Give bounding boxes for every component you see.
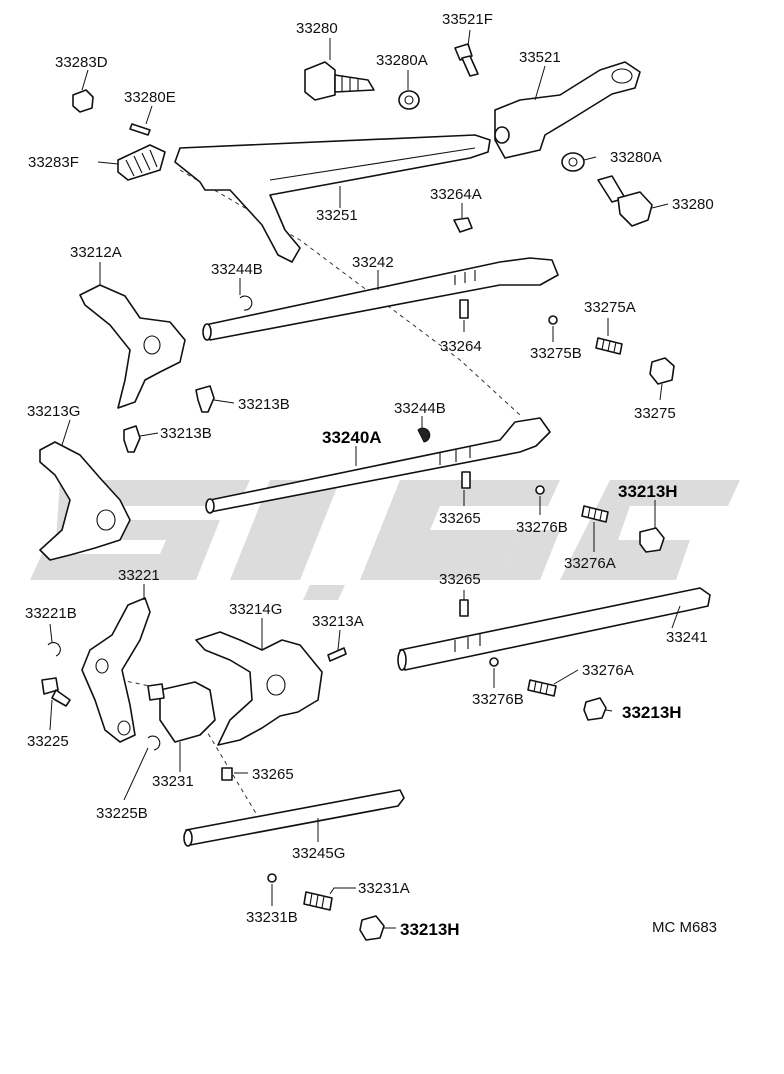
plug-33264A xyxy=(453,217,473,233)
label-33264A: 33264A xyxy=(430,186,482,203)
clip-33244B-top xyxy=(239,295,253,311)
label-33251: 33251 xyxy=(316,207,358,224)
ball-33275B xyxy=(548,315,558,325)
label-33225: 33225 xyxy=(27,733,69,750)
shaft-33242 xyxy=(202,257,559,341)
label-33265-mid: 33265 xyxy=(439,571,481,588)
label-33265-low: 33265 xyxy=(252,766,294,783)
label-33280-right: 33280 xyxy=(672,196,714,213)
bolt-33280 xyxy=(304,61,375,101)
shaft-33241 xyxy=(397,587,711,671)
spring-33275A xyxy=(595,337,623,355)
label-33213B-right: 33213B xyxy=(238,396,290,413)
pin-33213A xyxy=(327,647,347,662)
fork-33212A xyxy=(79,284,186,409)
label-33265-top: 33265 xyxy=(439,510,481,527)
label-33280A-right: 33280A xyxy=(610,149,662,166)
ball-33276B-mid xyxy=(535,485,545,495)
clip-33225B xyxy=(147,735,161,751)
block-33231 xyxy=(147,681,216,743)
label-33245G: 33245G xyxy=(292,845,345,862)
fork-33214G xyxy=(195,631,323,746)
label-33231B: 33231B xyxy=(246,909,298,926)
diagram-code: MC M683 xyxy=(652,919,717,936)
pin-33225 xyxy=(41,677,71,707)
label-33276B-mid: 33276B xyxy=(516,519,568,536)
label-33275B: 33275B xyxy=(530,345,582,362)
shaft-33240A xyxy=(205,417,551,514)
spring-33283F xyxy=(117,144,166,181)
label-33521F: 33521F xyxy=(442,11,493,28)
label-33264: 33264 xyxy=(440,338,482,355)
label-33244B-mid: 33244B xyxy=(394,400,446,417)
assembly-line-upper xyxy=(179,169,521,416)
label-33221B: 33221B xyxy=(25,605,77,622)
spring-33231A xyxy=(303,891,333,911)
label-33275A: 33275A xyxy=(584,299,636,316)
label-33276A-mid: 33276A xyxy=(564,555,616,572)
pin-33265-top xyxy=(461,471,471,489)
leader-lines xyxy=(49,29,681,929)
watermark-logo xyxy=(30,480,740,600)
label-33244B-top: 33244B xyxy=(211,261,263,278)
bolt-33521F xyxy=(454,43,479,77)
pin-33265-mid xyxy=(459,599,469,617)
shaft-33245G xyxy=(183,789,405,847)
plug-33213H-1 xyxy=(639,527,665,553)
spring-33276A-mid xyxy=(581,505,609,523)
fork-33213G xyxy=(39,441,131,561)
bolt-33280-right xyxy=(597,175,653,227)
pin-33264 xyxy=(459,299,469,319)
label-33221: 33221 xyxy=(118,567,160,584)
label-33242: 33242 xyxy=(352,254,394,271)
ball-33231B xyxy=(267,873,277,883)
washer-33280A-top xyxy=(398,90,420,110)
label-33276A-low: 33276A xyxy=(582,662,634,679)
label-33214G: 33214G xyxy=(229,601,282,618)
label-33240A: 33240A xyxy=(322,428,382,447)
ball-33276B-low xyxy=(489,657,499,667)
label-33213A: 33213A xyxy=(312,613,364,630)
label-33283F: 33283F xyxy=(28,154,79,171)
bolt-33213B-left xyxy=(123,425,141,453)
label-33280A-top: 33280A xyxy=(376,52,428,69)
label-33213H-3: 33213H xyxy=(400,920,460,939)
label-33213G: 33213G xyxy=(27,403,80,420)
spring-33276A-low xyxy=(527,679,557,697)
pin-33280E xyxy=(129,123,151,136)
label-33213B-left: 33213B xyxy=(160,425,212,442)
clip-33221B xyxy=(47,641,61,657)
label-33231A: 33231A xyxy=(358,880,410,897)
washer-33280A-right xyxy=(561,152,585,172)
plug-33283D xyxy=(72,89,94,113)
washer-33280A-right-hole xyxy=(568,157,578,167)
label-33280E: 33280E xyxy=(124,89,176,106)
shaft-33251 xyxy=(174,134,491,263)
part-labels: 33280 33521F 33283D 33280A 33521 33280E … xyxy=(25,11,717,939)
plug-33213H-2 xyxy=(583,697,607,721)
label-33213H-1: 33213H xyxy=(618,482,678,501)
pin-33265-low xyxy=(221,767,233,781)
label-33231: 33231 xyxy=(152,773,194,790)
plug-33213H-3 xyxy=(359,915,385,941)
label-33275: 33275 xyxy=(634,405,676,422)
label-33212A: 33212A xyxy=(70,244,122,261)
label-33276B-low: 33276B xyxy=(472,691,524,708)
label-33521: 33521 xyxy=(519,49,561,66)
label-33213H-2: 33213H xyxy=(622,703,682,722)
lever-33221 xyxy=(81,597,151,743)
label-33283D: 33283D xyxy=(55,54,108,71)
washer-33280A-top-hole xyxy=(404,95,414,105)
label-33225B: 33225B xyxy=(96,805,148,822)
clip-33244B-mid xyxy=(417,427,431,443)
lever-33521 xyxy=(494,61,641,159)
label-33280: 33280 xyxy=(296,20,338,37)
label-33241: 33241 xyxy=(666,629,708,646)
plug-33275 xyxy=(649,357,675,385)
bolt-33213B-right xyxy=(195,385,215,413)
